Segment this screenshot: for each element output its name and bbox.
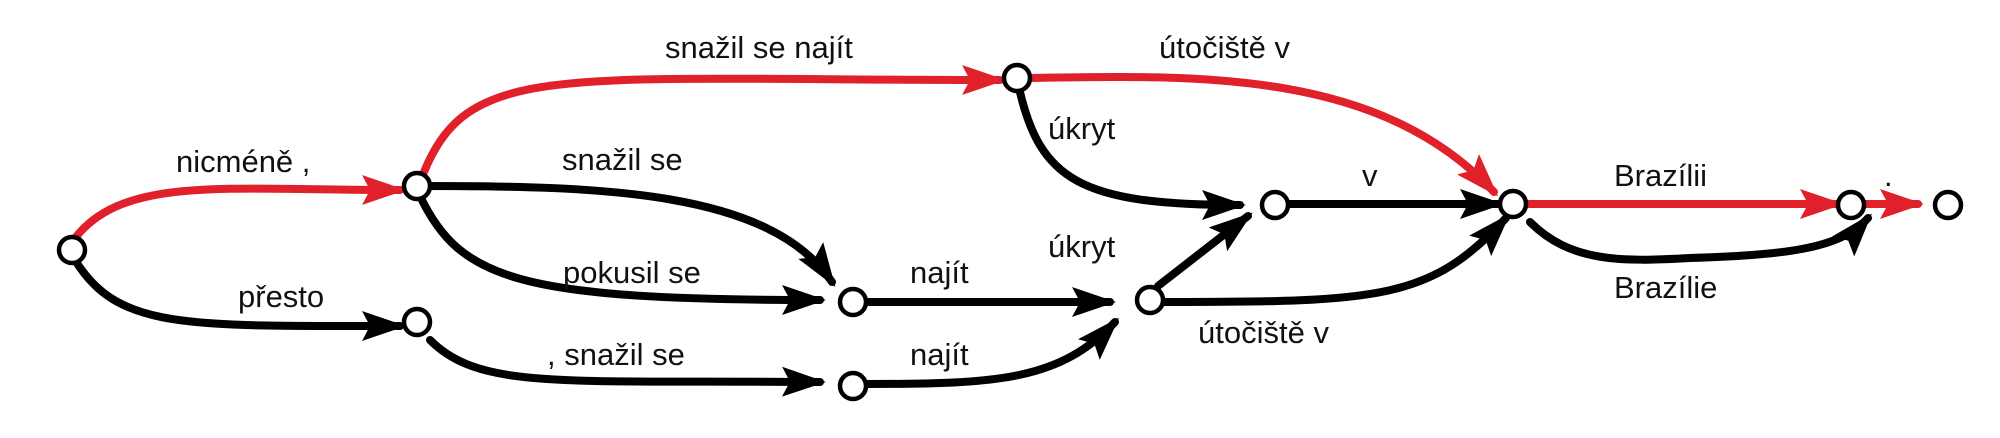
edge-label: najít bbox=[910, 337, 969, 372]
edge-label: útočiště v bbox=[1159, 30, 1290, 65]
edge-presto bbox=[68, 251, 406, 342]
edge-utociste-v-lower bbox=[1159, 213, 1511, 306]
edge-label: snažil se najít bbox=[665, 30, 853, 65]
edge-ukryt-upper bbox=[1015, 84, 1246, 220]
edge-utociste-v-upper bbox=[1026, 72, 1499, 197]
edge-label: . bbox=[1884, 158, 1893, 193]
edge-pokusil-se bbox=[416, 192, 826, 315]
lattice-node bbox=[56, 234, 88, 266]
edge-label: pokusil se bbox=[563, 255, 701, 290]
edge-label: Brazílii bbox=[1614, 158, 1707, 193]
edge-carka-snazil-se bbox=[426, 336, 826, 397]
edge-label: v bbox=[1362, 158, 1378, 193]
lattice-node bbox=[837, 370, 869, 402]
lattice-node bbox=[1835, 189, 1867, 221]
edge-snazil-se bbox=[418, 182, 836, 287]
edge-label: úkryt bbox=[1048, 229, 1116, 264]
edge-label: útočiště v bbox=[1198, 315, 1329, 350]
edge-label: , snažil se bbox=[547, 337, 685, 372]
edge-brazilie bbox=[1526, 213, 1872, 264]
edge-label: přesto bbox=[238, 279, 324, 314]
lattice-node bbox=[1134, 284, 1166, 316]
lattice-node bbox=[1497, 188, 1529, 220]
edge-label: snažil se bbox=[562, 142, 683, 177]
lattice-node bbox=[1001, 62, 1033, 94]
edge-label: úkryt bbox=[1048, 111, 1116, 146]
lattice-node bbox=[1259, 189, 1291, 221]
edge-label: nicméně , bbox=[176, 144, 310, 179]
edge-snazil-se-najit bbox=[420, 64, 1006, 176]
edge-nicmene bbox=[68, 174, 406, 246]
lattice-node bbox=[837, 286, 869, 318]
lattice-node bbox=[401, 306, 433, 338]
lattice-node bbox=[401, 170, 433, 202]
edge-label: najít bbox=[910, 255, 969, 290]
edge-label: Brazílie bbox=[1614, 270, 1717, 305]
edge-ukryt-lower bbox=[1154, 212, 1253, 290]
lattice-node bbox=[1932, 189, 1964, 221]
edge-najit-lower bbox=[862, 317, 1120, 388]
